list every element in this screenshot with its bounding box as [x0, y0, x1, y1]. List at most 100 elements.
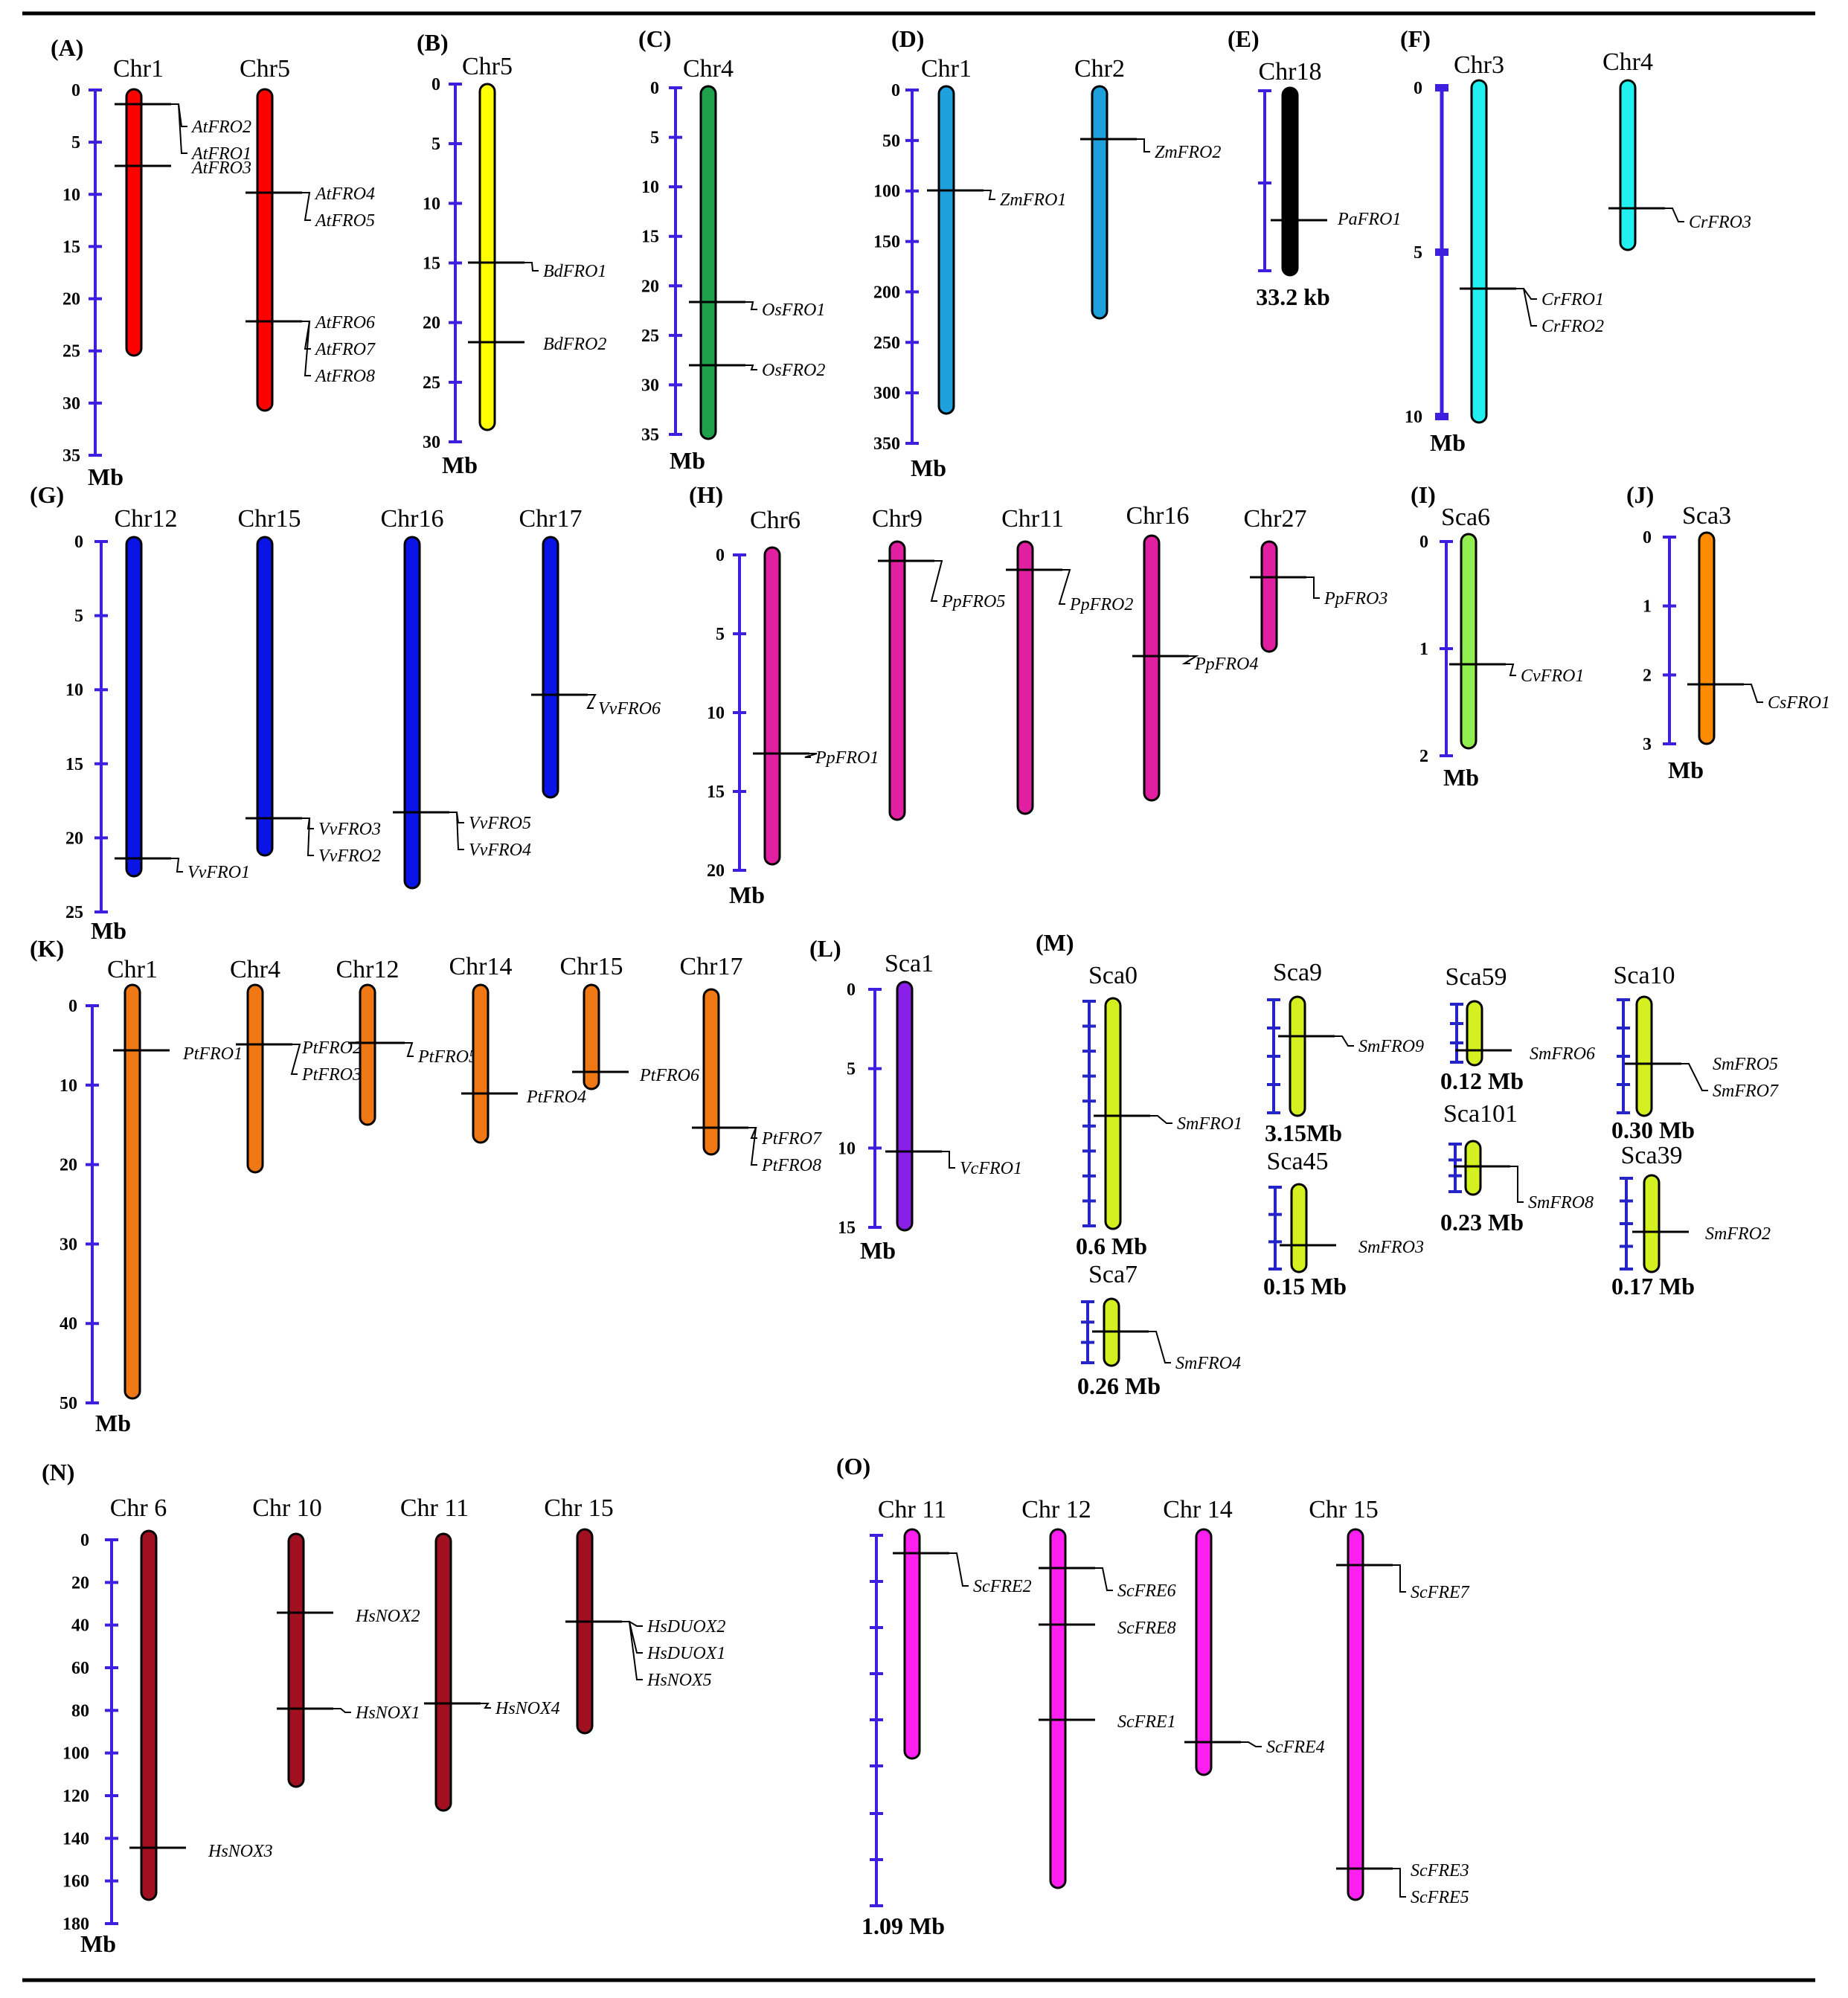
- scale-tick-label: 0: [80, 1531, 89, 1550]
- scale-unit: Mb: [911, 454, 946, 481]
- scale-unit: Mb: [442, 452, 478, 478]
- gene-label: ScFRE8: [1117, 1619, 1176, 1638]
- panel-label: (G): [30, 481, 64, 508]
- chromosome-bar: [702, 988, 720, 1156]
- gene-connector: [1137, 138, 1150, 152]
- gene-label: ScFRE1: [1117, 1712, 1176, 1732]
- chromosome-name: Chr6: [750, 507, 801, 534]
- scale-tick-label: 35: [62, 446, 80, 466]
- gene-label: SmFRO2: [1705, 1224, 1771, 1244]
- chromosome-bar: [1091, 85, 1109, 320]
- gene-label: CrFRO2: [1541, 317, 1604, 336]
- gene-label: HsDUOX1: [647, 1644, 725, 1663]
- scale-tick-label: 2: [1643, 666, 1652, 685]
- scale-tick-label: 150: [873, 233, 900, 252]
- gene-connector: [481, 1703, 491, 1709]
- chromosome-name: Sca101: [1443, 1100, 1518, 1128]
- chromosome-size: 0.6 Mb: [1076, 1233, 1147, 1259]
- gene-label: SmFRO5: [1713, 1055, 1778, 1074]
- gene-connector: [949, 1552, 969, 1587]
- chromosome-bar: [140, 1529, 158, 1901]
- chromosome-bar: [256, 536, 274, 857]
- gene-label: PpFRO3: [1324, 589, 1387, 608]
- chromosome-name: Chr4: [1602, 48, 1653, 76]
- chromosome-bar: [1619, 79, 1637, 251]
- scale-tick-label: 0: [1419, 533, 1428, 552]
- gene-label: PpFRO2: [1069, 595, 1133, 614]
- gene-connector: [1516, 288, 1537, 327]
- chromosome-name: Chr16: [381, 505, 444, 533]
- chromosome-bar: [937, 85, 955, 415]
- chromosome-bar: [1104, 997, 1122, 1230]
- scale-unit: Mb: [1668, 757, 1704, 783]
- scale-tick-label: 50: [882, 132, 900, 151]
- panel-label: (J): [1626, 481, 1654, 508]
- chromosome-bar: [1290, 1183, 1308, 1273]
- scale-tick-label: 25: [62, 342, 80, 362]
- gene-label: VvFRO1: [187, 863, 250, 882]
- gene-label: OsFRO2: [762, 361, 825, 380]
- chromosome-bar: [246, 983, 264, 1174]
- chromosome-size: 0.12 Mb: [1440, 1067, 1524, 1094]
- chromosome-name: Chr14: [449, 953, 513, 980]
- scale-tick-label: 140: [62, 1829, 89, 1848]
- gene-label: SmFRO6: [1530, 1044, 1595, 1064]
- panel-label: (O): [836, 1453, 870, 1480]
- chromosome-bar: [256, 88, 274, 412]
- chromosome-name: Chr11: [1001, 505, 1064, 533]
- chromosome-bar: [903, 1528, 921, 1760]
- gene-label: CvFRO1: [1521, 666, 1584, 686]
- chromosome-name: Chr1: [107, 956, 158, 983]
- scale-unit: 1.09 Mb: [862, 1912, 945, 1939]
- gene-label: AtFRO7: [314, 340, 376, 359]
- gene-label: CrFRO1: [1541, 290, 1604, 309]
- scale-unit: Mb: [729, 881, 765, 908]
- chromosome-bar: [1347, 1528, 1364, 1901]
- gene-connector: [171, 103, 187, 154]
- scale-tick-label: 10: [707, 704, 725, 723]
- chromosome-name: Sca59: [1445, 963, 1507, 991]
- scale-tick-label: 25: [65, 903, 83, 922]
- scale-tick-label: 80: [71, 1701, 89, 1721]
- gene-connector: [1393, 1868, 1406, 1898]
- chromosome-bar: [1049, 1528, 1067, 1889]
- gene-label: AtFRO6: [314, 313, 375, 333]
- scale-tick-label: 0: [891, 81, 900, 100]
- gene-connector: [1306, 576, 1320, 599]
- scale-tick-label: 15: [707, 783, 725, 802]
- scale-tick-label: 15: [62, 237, 80, 257]
- chromosome-name: Chr1: [921, 55, 972, 83]
- chromosome-name: Chr 15: [544, 1494, 614, 1522]
- gene-label: SmFRO9: [1358, 1037, 1424, 1056]
- gene-connector: [1149, 1331, 1171, 1363]
- chromosome-bar: [1289, 995, 1306, 1117]
- gene-label: HsNOX3: [208, 1842, 273, 1861]
- chromosome-name: Chr15: [560, 953, 623, 980]
- chromosome-name: Chr16: [1126, 502, 1190, 530]
- chromosome-name: Chr4: [683, 55, 734, 83]
- scale-tick-label: 100: [873, 182, 900, 202]
- panel-label: (N): [42, 1459, 74, 1485]
- scale-tick-label: 120: [62, 1787, 89, 1806]
- chromosome-name: Chr17: [519, 505, 583, 533]
- gene-label: VvFRO2: [318, 847, 381, 866]
- scale-tick-label: 160: [62, 1872, 89, 1892]
- gene-label: ZmFRO1: [1000, 190, 1066, 210]
- scale-tick-label: 0: [847, 980, 856, 1000]
- panel-g: (G)0510152025MbChr12VvFRO1Chr15VvFRO3VvF…: [30, 481, 661, 944]
- gene-label: PaFRO1: [1337, 210, 1401, 229]
- gene-label: AtFRO8: [314, 367, 375, 386]
- gene-label: VvFRO6: [598, 699, 661, 719]
- scale-unit: Mb: [670, 447, 705, 474]
